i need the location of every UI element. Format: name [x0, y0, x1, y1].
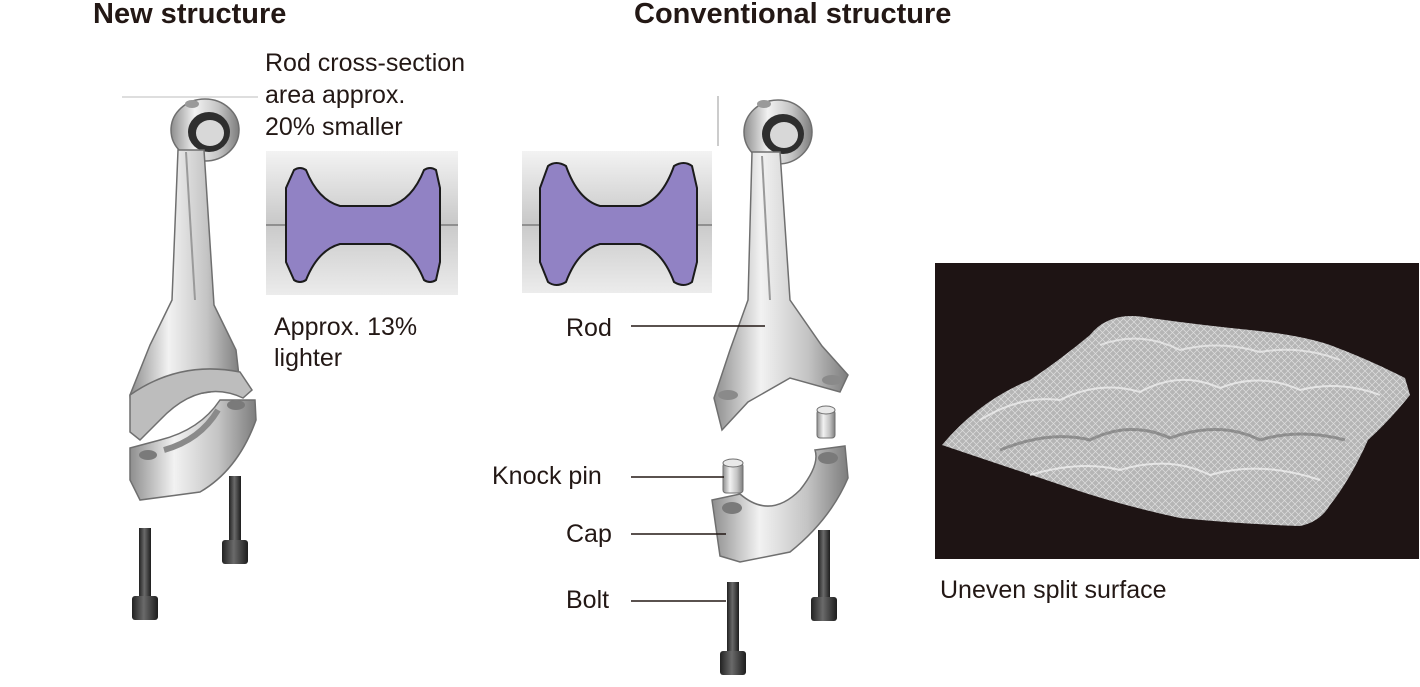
conventional-bolt: [811, 530, 837, 621]
knock-pin-label: Knock pin: [492, 462, 602, 490]
split-surface-image: [935, 263, 1419, 559]
cap-label: Cap: [566, 520, 612, 548]
cross-section-note-line-2: area approx.: [265, 81, 406, 109]
weight-note-line-1: Approx. 13%: [274, 313, 418, 341]
new-bolt: [132, 528, 158, 620]
conventional-cross-section: [522, 96, 719, 293]
rod-label: Rod: [566, 314, 612, 342]
conventional-structure-heading: Conventional structure: [634, 0, 952, 30]
new-cross-section: [266, 151, 458, 295]
conventional-connecting-rod: [713, 99, 849, 432]
weight-note-line-2: lighter: [274, 344, 343, 372]
new-bolt: [222, 476, 248, 564]
conventional-cap: [711, 445, 849, 563]
cross-section-note-line-3: 20% smaller: [265, 113, 403, 141]
conventional-bolt: [720, 582, 746, 675]
split-surface-caption: Uneven split surface: [940, 576, 1167, 604]
new-structure-heading: New structure: [93, 0, 287, 30]
cross-section-note-line-1: Rod cross-section: [265, 49, 466, 77]
new-connecting-rod: [122, 96, 258, 620]
knock-pin: [816, 405, 836, 439]
knock-pin: [722, 458, 744, 494]
bolt-label: Bolt: [566, 586, 610, 614]
